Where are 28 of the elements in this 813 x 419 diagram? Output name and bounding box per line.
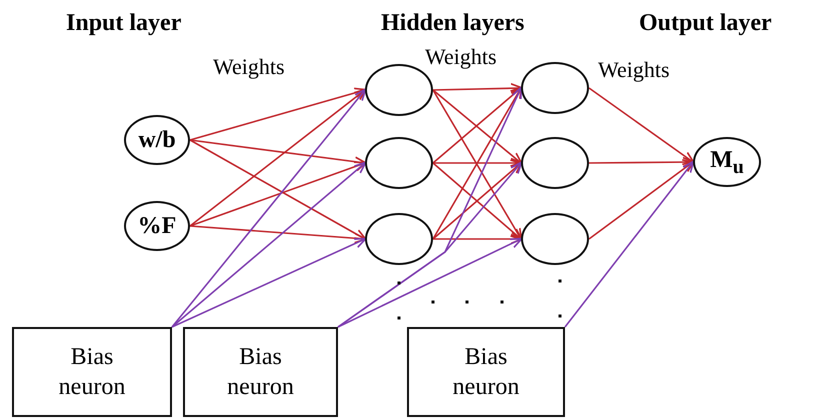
weights-label: Weights xyxy=(425,44,497,70)
arrow xyxy=(190,88,367,141)
arrow xyxy=(432,82,523,94)
arrow xyxy=(564,160,695,328)
arrow xyxy=(171,161,367,328)
arrow xyxy=(190,139,367,240)
neuron-label: M$_{u}$ xyxy=(710,148,744,176)
bias-box xyxy=(183,327,338,417)
layer-heading: Input layer xyxy=(66,10,182,37)
bias-box xyxy=(407,327,565,417)
arrow xyxy=(172,238,367,328)
weights-label: Weights xyxy=(213,54,285,80)
bias-box xyxy=(12,327,172,417)
neuron-circle xyxy=(365,213,433,265)
arrow xyxy=(588,87,695,164)
box-label: Bias neuron xyxy=(226,343,295,402)
arrow xyxy=(338,238,523,328)
arrow xyxy=(588,160,695,240)
arrow xyxy=(338,161,523,328)
arrow xyxy=(171,88,367,328)
box-label: Bias neuron xyxy=(452,343,520,402)
neuron-label: %F xyxy=(138,214,176,238)
weights-label: Weights xyxy=(598,57,670,83)
layer-heading: Hidden layers xyxy=(381,10,524,37)
layer-heading: Output layer xyxy=(639,10,772,37)
arrow xyxy=(190,88,367,227)
box-label: Bias neuron xyxy=(58,343,126,402)
neuron-label: w/b xyxy=(138,128,176,152)
